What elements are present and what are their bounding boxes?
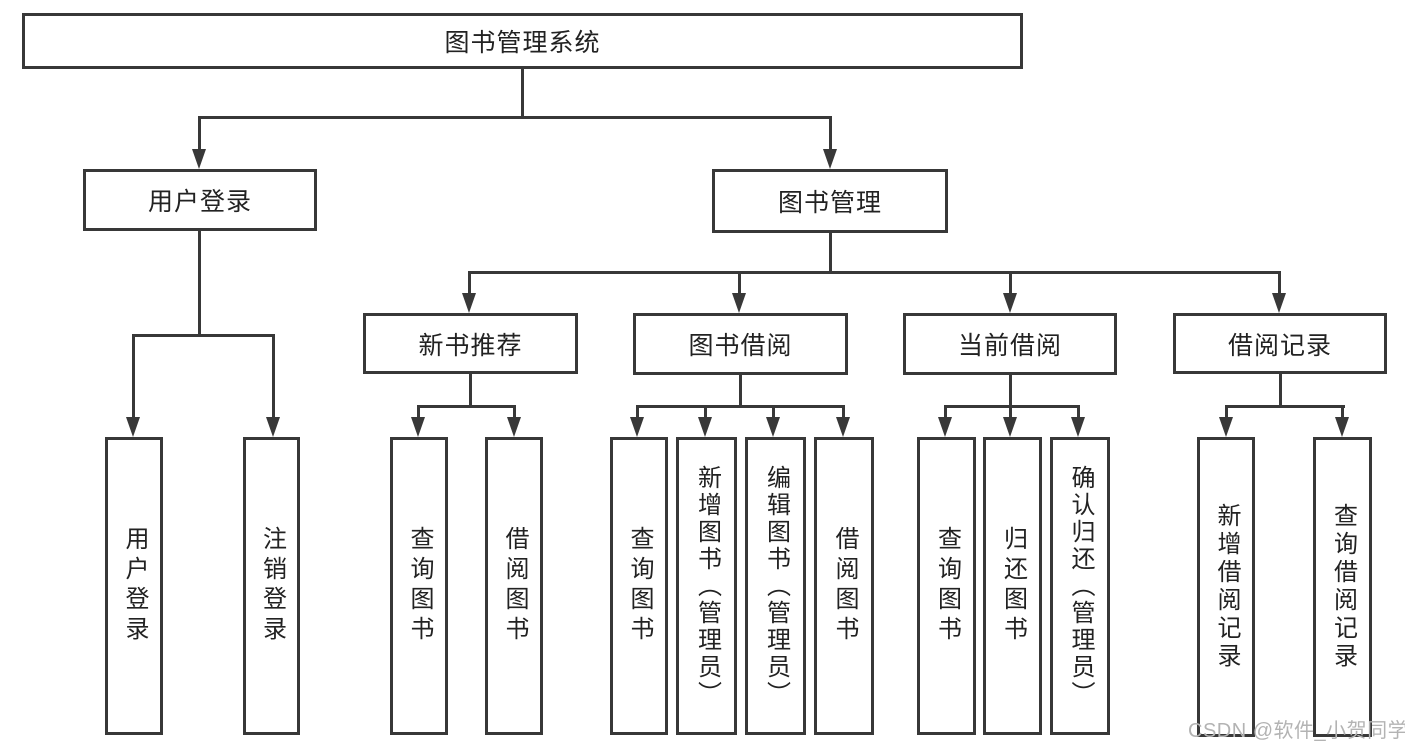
- arrowhead-to-current-return: [1003, 417, 1017, 437]
- leaf-label: 编辑图书（管理员）: [762, 464, 790, 708]
- arrowhead-to-recommend-borrow: [507, 417, 521, 437]
- arrowhead-to-current-confirm: [1071, 417, 1085, 437]
- leaf-label: 查询图书: [406, 526, 433, 646]
- connector-recommend-bar: [417, 405, 516, 408]
- connector-recommend-drop-2: [513, 405, 516, 418]
- connector-records-bar: [1225, 405, 1345, 408]
- connector-current-drop-2: [1009, 405, 1012, 418]
- connector-root-drop-left: [198, 116, 201, 149]
- connector-mgmt-stem: [829, 233, 832, 273]
- leaf-borrow-query-books: 查询图书: [610, 437, 668, 735]
- connector-mgmt-drop-3: [1009, 271, 1012, 294]
- connector-borrow-drop-2: [704, 405, 707, 418]
- connector-borrow-drop-4: [842, 405, 845, 418]
- arrowhead-to-leaf-logout: [266, 417, 280, 437]
- arrowhead-to-current-borrow: [1003, 293, 1017, 313]
- arrowhead-to-leaf-user-login: [126, 417, 140, 437]
- leaf-recommend-borrow-books: 借阅图书: [485, 437, 543, 735]
- arrowhead-to-user-login: [192, 149, 206, 169]
- connector-current-bar: [944, 405, 1080, 408]
- connector-user-drop-2: [272, 334, 275, 417]
- arrowhead-to-book-management: [823, 149, 837, 169]
- node-book-management: 图书管理: [712, 169, 948, 233]
- node-current-borrow: 当前借阅: [903, 313, 1117, 375]
- leaf-label: 用户登录: [121, 526, 148, 646]
- leaf-records-query-record: 查询借阅记录: [1313, 437, 1372, 737]
- arrowhead-to-current-query: [938, 417, 952, 437]
- leaf-label: 新增借阅记录: [1213, 503, 1240, 671]
- node-label: 用户登录: [147, 188, 252, 216]
- arrowhead-to-borrow-query: [630, 417, 644, 437]
- leaf-current-return-books: 归还图书: [983, 437, 1042, 735]
- leaf-label: 确认归还（管理员）: [1067, 464, 1094, 708]
- arrowhead-to-records-query: [1335, 417, 1349, 437]
- connector-mgmt-drop-2: [738, 271, 741, 294]
- connector-current-stem: [1009, 375, 1012, 407]
- connector-mgmt-bar: [468, 271, 1281, 274]
- node-borrow-records: 借阅记录: [1173, 313, 1387, 374]
- leaf-records-add-record: 新增借阅记录: [1197, 437, 1255, 737]
- connector-recommend-stem: [469, 374, 472, 407]
- leaf-label: 查询图书: [626, 526, 653, 646]
- leaf-borrow-edit-books-admin: 编辑图书（管理员）: [745, 437, 806, 735]
- connector-root-bar: [198, 116, 831, 119]
- leaf-label: 新增图书（管理员）: [693, 464, 721, 708]
- leaf-label: 注销登录: [258, 526, 286, 646]
- connector-borrow-stem: [739, 375, 742, 407]
- leaf-label: 借阅图书: [831, 526, 858, 646]
- arrowhead-to-borrow-edit: [766, 417, 780, 437]
- node-label: 当前借阅: [957, 332, 1062, 360]
- connector-current-drop-3: [1077, 405, 1080, 418]
- leaf-label: 归还图书: [999, 526, 1027, 646]
- connector-user-drop-1: [132, 334, 135, 417]
- leaf-logout: 注销登录: [243, 437, 300, 735]
- arrowhead-to-new-book-recommend: [462, 293, 476, 313]
- connector-user-bar: [132, 334, 275, 337]
- node-book-borrow: 图书借阅: [633, 313, 848, 375]
- arrowhead-to-borrow-records: [1272, 293, 1286, 313]
- node-new-book-recommend: 新书推荐: [363, 313, 578, 374]
- leaf-borrow-borrow-books: 借阅图书: [814, 437, 874, 735]
- connector-borrow-drop-1: [636, 405, 639, 418]
- connector-borrow-bar: [636, 405, 845, 408]
- node-label: 图书管理: [777, 189, 882, 217]
- node-label: 新书推荐: [418, 331, 523, 360]
- connector-records-drop-2: [1341, 405, 1344, 418]
- watermark-text: CSDN @软件_小贺同学: [1188, 720, 1405, 742]
- leaf-current-confirm-return-admin: 确认归还（管理员）: [1050, 437, 1110, 735]
- leaf-current-query-books: 查询图书: [917, 437, 976, 735]
- node-label: 图书借阅: [688, 332, 793, 360]
- leaf-label: 借阅图书: [501, 526, 528, 646]
- arrowhead-to-borrow-add: [698, 417, 712, 437]
- leaf-label: 查询图书: [933, 526, 961, 646]
- connector-current-drop-1: [944, 405, 947, 418]
- connector-user-stem: [198, 231, 201, 335]
- leaf-recommend-query-books: 查询图书: [390, 437, 448, 735]
- connector-root-drop-right: [829, 116, 832, 149]
- connector-mgmt-drop-4: [1278, 271, 1281, 294]
- arrowhead-to-records-add: [1219, 417, 1233, 437]
- connector-records-drop-1: [1225, 405, 1228, 418]
- node-user-login: 用户登录: [83, 169, 317, 231]
- node-root-library-system: 图书管理系统: [22, 13, 1023, 69]
- leaf-label: 查询借阅记录: [1329, 503, 1357, 671]
- leaf-borrow-add-books-admin: 新增图书（管理员）: [676, 437, 737, 735]
- arrowhead-to-recommend-query: [411, 417, 425, 437]
- connector-recommend-drop-1: [417, 405, 420, 418]
- leaf-user-login: 用户登录: [105, 437, 163, 735]
- node-label: 图书管理系统: [444, 29, 601, 57]
- connector-records-stem: [1279, 374, 1282, 407]
- connector-borrow-drop-3: [772, 405, 775, 418]
- node-label: 借阅记录: [1227, 331, 1332, 360]
- arrowhead-to-borrow-borrow: [836, 417, 850, 437]
- arrowhead-to-book-borrow: [732, 293, 746, 313]
- connector-mgmt-drop-1: [468, 271, 471, 294]
- connector-root-stem: [521, 69, 524, 119]
